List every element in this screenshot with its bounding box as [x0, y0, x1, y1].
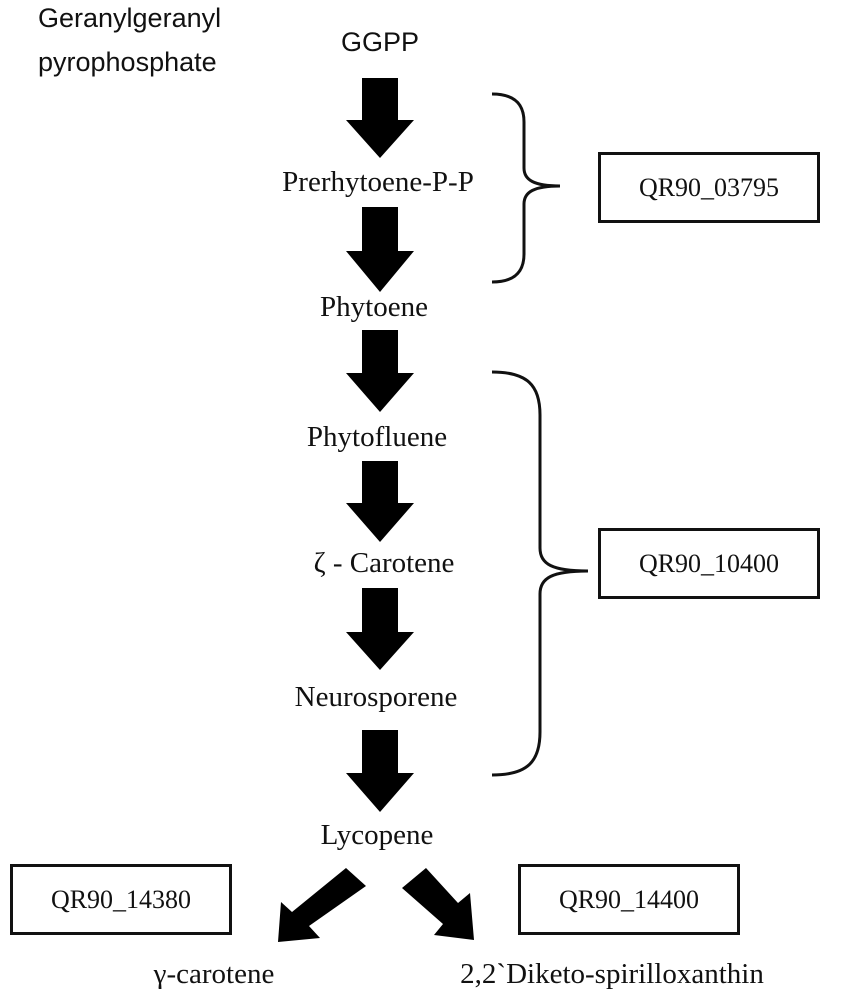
brace-upper — [491, 92, 561, 284]
gene-box-upper: QR90_03795 — [598, 152, 820, 223]
gene-label-lower-right: QR90_14400 — [558, 884, 700, 914]
arrow-lycopene-to-gamma-carotene — [278, 868, 366, 942]
gene-box-lower-left: QR90_14380 — [10, 864, 232, 935]
node-phytoene: Phytoene — [320, 291, 428, 323]
node-gamma-carotene: γ-carotene — [153, 958, 275, 990]
node-phytofluene: Phytofluene — [306, 421, 448, 453]
node-neurosporene: Neurosporene — [294, 681, 458, 713]
precursor-name-line2: pyrophosphate — [38, 47, 217, 77]
arrow-phytofluene-to-zeta-carotene — [346, 461, 414, 542]
arrow-ggpp-to-prephytoene — [346, 78, 414, 158]
node-ggpp: GGPP — [340, 27, 420, 57]
arrow-phytoene-to-phytofluene — [346, 330, 414, 412]
node-zeta-carotene: ζ - Carotene — [313, 547, 455, 579]
arrow-prephytoene-to-phytoene — [346, 207, 414, 292]
arrow-zeta-carotene-to-neurosporene — [346, 588, 414, 670]
gene-label-lower-left: QR90_14380 — [50, 884, 192, 914]
node-prephytoene: Prerhytoene-P-P — [282, 166, 474, 198]
gene-label-middle: QR90_10400 — [638, 548, 780, 578]
node-lycopene: Lycopene — [320, 819, 434, 851]
gene-box-middle: QR90_10400 — [598, 528, 820, 599]
gene-box-lower-right: QR90_14400 — [518, 864, 740, 935]
brace-middle — [491, 370, 589, 777]
arrow-neurosporene-to-lycopene — [346, 730, 414, 812]
precursor-name-line1: Geranylgeranyl — [38, 3, 222, 33]
arrow-lycopene-to-diketo-spirilloxanthin — [402, 868, 474, 940]
node-diketo-spirilloxanthin: 2,2`Diketo-spirilloxanthin — [460, 958, 764, 990]
gene-label-upper: QR90_03795 — [638, 172, 780, 202]
